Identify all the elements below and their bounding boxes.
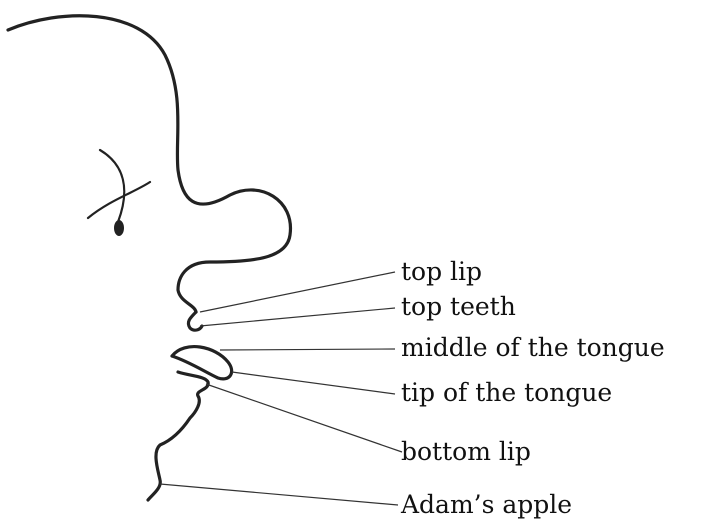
label-middle-tongue: middle of the tongue — [401, 333, 665, 362]
eye-curve — [100, 150, 124, 222]
leader-top-teeth — [200, 308, 395, 326]
top-lip-outline — [188, 312, 202, 330]
eye-pupil — [114, 220, 124, 236]
label-tip-tongue: tip of the tongue — [401, 378, 612, 407]
leader-bottom-lip — [206, 384, 402, 452]
head-profile-outline — [8, 16, 290, 312]
leader-adams-apple — [160, 484, 398, 505]
label-top-lip: top lip — [401, 257, 482, 286]
eyelash-curve — [88, 182, 150, 218]
leader-top-lip — [200, 272, 395, 312]
leader-tip-tongue — [232, 372, 395, 394]
label-adams-apple: Adam’s apple — [400, 490, 572, 519]
label-top-teeth: top teeth — [401, 292, 516, 321]
chin-neck-outline — [148, 372, 208, 500]
leader-middle-tongue — [220, 349, 395, 350]
label-bottom-lip: bottom lip — [401, 437, 531, 466]
